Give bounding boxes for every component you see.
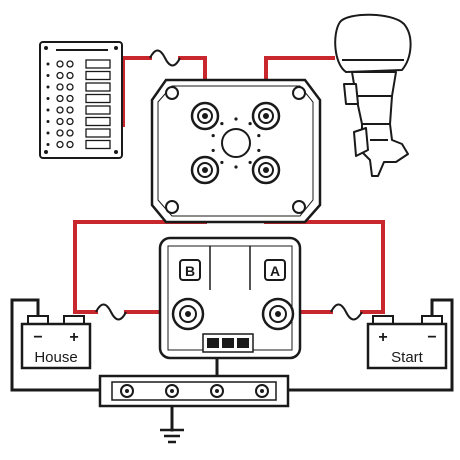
fuse-panel-icon [39,41,123,159]
ground-symbol-icon [160,428,184,444]
switch-terminal-4 [251,155,281,185]
wire-start-negative [286,298,454,392]
house-plus-label: + [69,329,78,346]
inline-fuse-icon [95,49,363,321]
switch-terminal-2 [251,101,281,131]
start-plus-label: + [378,329,387,346]
fuse-start [330,303,363,321]
panel-row [46,139,111,150]
switch-dot [257,148,261,153]
fuse-top [149,49,181,67]
outboard-motor-icon [334,13,412,177]
switch-dot [257,133,261,138]
switch-dot [248,121,252,126]
panel-rows [46,59,111,150]
switch-dot [220,160,224,165]
panel-row [46,105,111,115]
acr-b-text: B [185,263,195,279]
acr-terminal-b [171,297,205,331]
panel-row [46,116,111,127]
negative-busbar-icon [98,374,290,408]
acr-relay-icon: B A [158,236,302,360]
panel-row [46,82,111,92]
switch-dots [211,117,261,169]
acr-a-text: A [270,263,280,279]
fuse-house [95,303,127,321]
switch-terminal-3 [190,155,220,185]
battery-switch-icon [150,78,322,224]
start-battery-label: Start [391,349,424,366]
switch-terminals [190,101,281,185]
switch-dot [220,121,224,126]
switch-terminal-1 [190,101,220,131]
panel-row [46,70,111,81]
wire-panel-to-fuse [121,56,152,127]
switch-dot [234,165,238,169]
house-minus-label: − [33,329,42,346]
start-minus-label: − [427,329,436,346]
acr-connector [202,333,254,353]
panel-row [46,128,111,138]
busbar-studs [120,384,269,398]
wire-house-negative [10,298,102,392]
panel-row [46,59,111,69]
acr-terminal-b-label: B [179,259,201,281]
acr-terminal-a [261,297,295,331]
switch-dot [234,117,238,121]
acr-terminal-a-label: A [264,259,286,281]
switch-dot [211,133,215,138]
switch-dot [248,160,252,165]
battery-house: − + House [20,315,92,370]
battery-start: + − Start [366,315,448,370]
panel-row [46,93,111,104]
switch-dot [211,148,215,153]
house-battery-label: House [34,349,77,366]
